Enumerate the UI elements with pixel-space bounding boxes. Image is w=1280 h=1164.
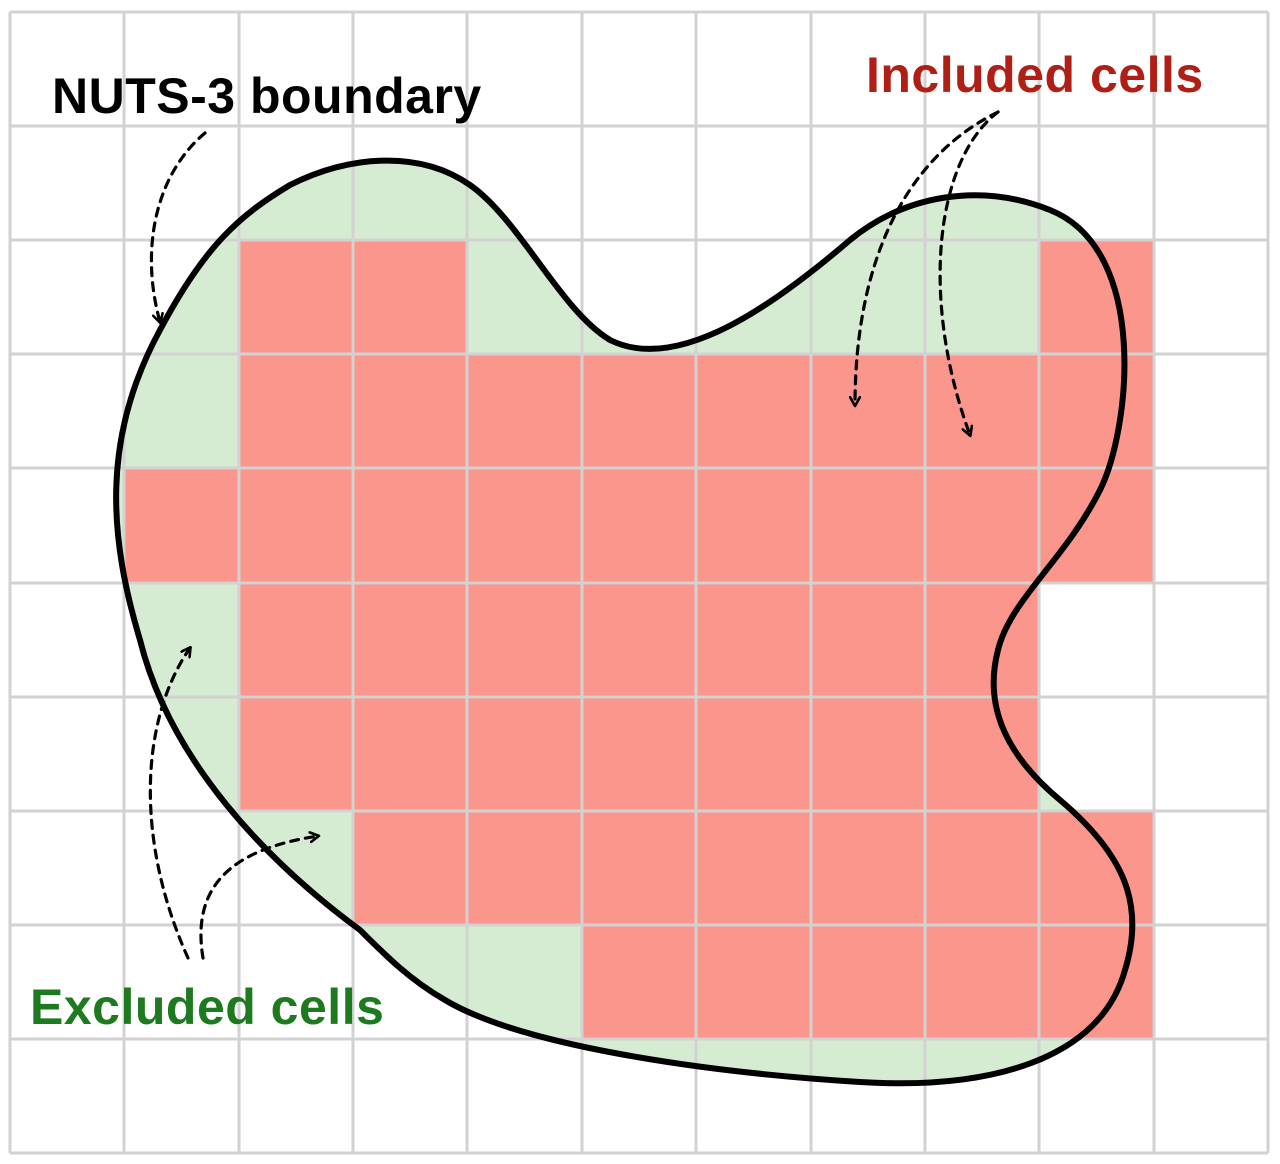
included-arrow-2 xyxy=(938,110,1000,435)
included-cell xyxy=(239,468,353,583)
included-cell xyxy=(1039,811,1154,925)
included-cell xyxy=(353,240,467,354)
included-cells xyxy=(124,240,1154,1039)
included-cell xyxy=(582,811,696,925)
included-cell xyxy=(925,354,1039,468)
included-cell xyxy=(353,697,467,811)
excluded-arrow-2 xyxy=(199,836,318,960)
included-cell xyxy=(811,925,925,1039)
included-cell xyxy=(925,468,1039,583)
included-cell xyxy=(1039,468,1154,583)
excluded-arrow-1 xyxy=(148,648,190,960)
nuts3-boundary xyxy=(113,157,1136,1087)
included-cell xyxy=(696,925,811,1039)
included-cell xyxy=(811,468,925,583)
included-cell xyxy=(811,583,925,697)
included-cell xyxy=(582,468,696,583)
included-cell xyxy=(696,811,811,925)
grid xyxy=(8,10,1270,1155)
included-label: Included cells xyxy=(866,47,1204,103)
boundary-arrow xyxy=(149,131,207,322)
excluded-label: Excluded cells xyxy=(30,979,384,1035)
included-cell xyxy=(467,354,582,468)
included-cell xyxy=(239,354,353,468)
included-cell xyxy=(696,583,811,697)
included-cell xyxy=(239,240,353,354)
included-cell xyxy=(696,468,811,583)
included-cell xyxy=(811,697,925,811)
included-cell xyxy=(582,354,696,468)
included-cell xyxy=(1039,354,1154,468)
included-cell xyxy=(811,354,925,468)
boundary-label: NUTS-3 boundary xyxy=(52,68,482,124)
included-cell xyxy=(925,811,1039,925)
included-cell xyxy=(696,354,811,468)
included-cell xyxy=(239,583,353,697)
included-cell xyxy=(467,811,582,925)
included-cell xyxy=(1039,240,1154,354)
included-cell xyxy=(124,468,239,583)
included-cell xyxy=(353,811,467,925)
included-cell xyxy=(582,697,696,811)
included-cell xyxy=(582,583,696,697)
annotation-arrows xyxy=(148,110,1000,960)
included-cell xyxy=(925,697,1039,811)
included-cell xyxy=(696,697,811,811)
included-arrow-1 xyxy=(855,110,1000,405)
included-cell xyxy=(925,925,1039,1039)
included-cell xyxy=(467,697,582,811)
included-cell xyxy=(467,468,582,583)
included-cell xyxy=(353,583,467,697)
included-cell xyxy=(811,811,925,925)
included-cell xyxy=(353,468,467,583)
included-cell xyxy=(582,925,696,1039)
included-cell xyxy=(353,354,467,468)
included-cell xyxy=(239,697,353,811)
included-cell xyxy=(467,583,582,697)
